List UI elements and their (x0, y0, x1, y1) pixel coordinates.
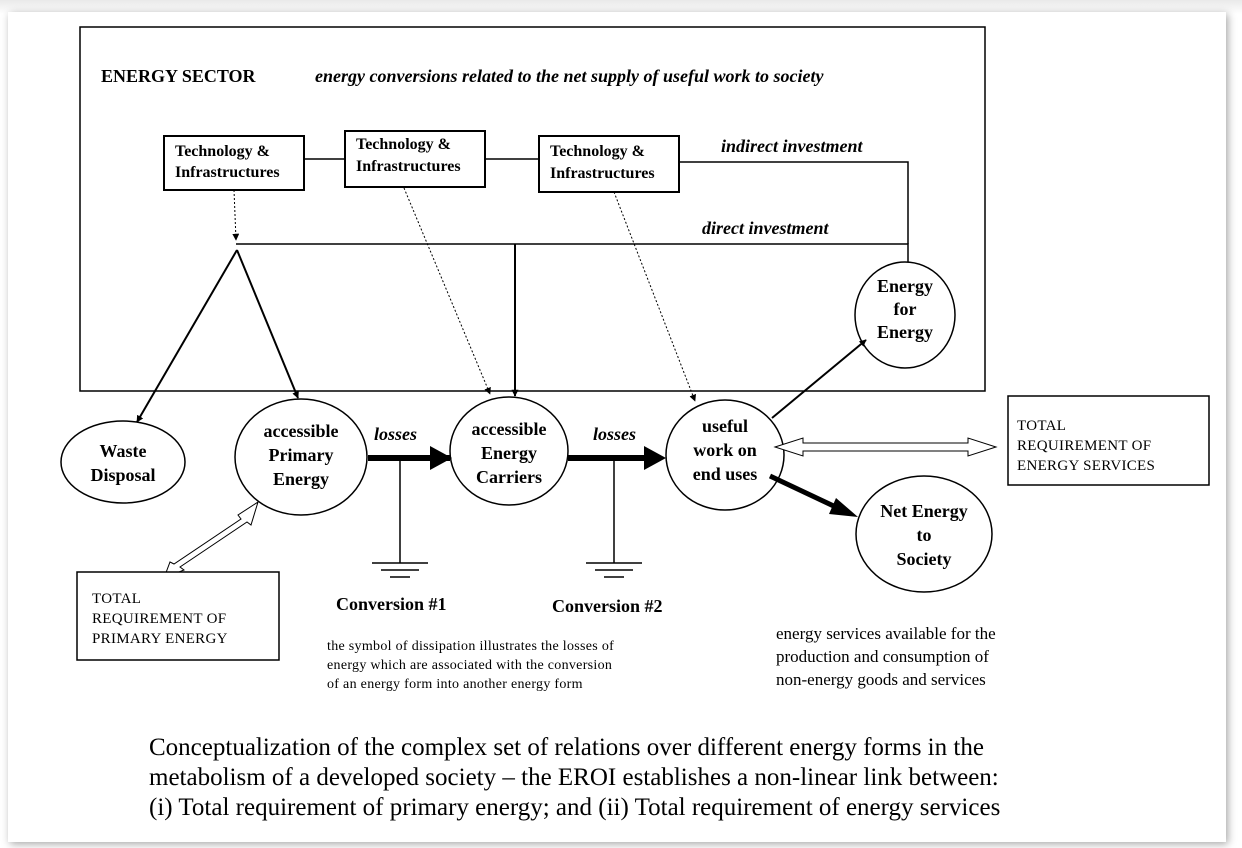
flow-arrowhead-carriers-to-work (644, 446, 666, 470)
direct-investment-line (236, 243, 909, 265)
double-arrow-primary-energy (163, 500, 259, 579)
tech-box-3-line2: Infrastructures (550, 165, 655, 182)
energy-carriers-label: accessible Energy Carriers (449, 417, 569, 489)
dissipation-note-line2: energy which are associated with the con… (327, 658, 613, 673)
energy-carriers-line2: Energy (481, 443, 537, 463)
energy-carriers-line1: accessible (471, 419, 547, 439)
primary-energy-line2: Primary (268, 445, 334, 465)
indirect-investment-line (679, 161, 909, 244)
primary-energy-req-line3: PRIMARY ENERGY (92, 631, 228, 647)
net-energy-line3: Society (896, 549, 952, 569)
conversion-2-label: Conversion #2 (552, 596, 663, 616)
net-energy-line1: Net Energy (880, 501, 968, 521)
primary-energy-node (234, 398, 368, 516)
services-note: energy services available for the produc… (776, 622, 996, 691)
dotted-link-tech1 (232, 189, 240, 241)
energy-services-line3: ENERGY SERVICES (1017, 458, 1156, 474)
tech-box-1-line1: Technology & (175, 143, 270, 160)
energy-services-line1: TOTAL (1017, 418, 1067, 434)
tech-box-3-frame (538, 135, 680, 193)
dotted-link-tech3 (613, 191, 696, 402)
caption-line-1: Conceptualization of the complex set of … (149, 734, 984, 761)
useful-work-line1: useful (701, 416, 748, 436)
energy-services-line2: REQUIREMENT OF (1017, 438, 1152, 454)
energy-sector-title: ENERGY SECTOR (101, 66, 256, 86)
useful-work-line2: work on (693, 440, 757, 460)
primary-energy-req-line2: REQUIREMENT OF (92, 611, 227, 627)
energy-for-energy-line1: Energy (877, 276, 933, 296)
conversion-1-label: Conversion #1 (336, 594, 447, 614)
net-energy-node (855, 475, 993, 593)
tech-box-2-line1: Technology & (356, 136, 451, 153)
services-note-line1: energy services available for the (776, 624, 996, 643)
flow-arrow-work-to-net-energy (768, 473, 842, 512)
tech-box-1-frame (163, 135, 305, 191)
tech-box-3-line1: Technology & (550, 143, 645, 160)
primary-energy-line1: accessible (263, 421, 339, 441)
flow-arrowhead-primary-to-carriers (430, 446, 452, 470)
dissipation-symbol-2 (586, 458, 642, 578)
energy-carriers-line3: Carriers (476, 467, 542, 487)
dissipation-note: the symbol of dissipation illustrates th… (327, 637, 614, 694)
useful-work-node (665, 399, 785, 511)
useful-work-label: useful work on end uses (667, 414, 783, 486)
tech-box-2-frame (344, 130, 486, 188)
primary-energy-line3: Energy (273, 469, 329, 489)
double-arrow-energy-services (773, 437, 998, 457)
primary-energy-req-line1: TOTAL (92, 591, 142, 607)
energy-for-energy-label: Energy for Energy (855, 275, 955, 344)
primary-energy-box-frame (76, 571, 280, 661)
tech-box-2-line2: Infrastructures (356, 158, 461, 175)
tech-box-1-line2: Infrastructures (175, 164, 280, 181)
dissipation-symbol-1 (372, 458, 428, 578)
energy-for-energy-line2: for (893, 299, 917, 319)
losses-label-1: losses (374, 424, 418, 444)
net-energy-line2: to (916, 525, 932, 545)
waste-disposal-line2: Disposal (90, 465, 156, 485)
arrow-to-energy-for-energy (771, 339, 867, 419)
caption-line-3: (i) Total requirement of primary energy;… (149, 794, 1001, 821)
primary-energy-label: accessible Primary Energy (236, 419, 366, 491)
useful-work-line3: end uses (692, 464, 758, 484)
primary-energy-requirement-text: TOTAL REQUIREMENT OF PRIMARY ENERGY (92, 589, 228, 649)
indirect-investment-label: indirect investment (721, 136, 863, 156)
waste-disposal-label: Waste Disposal (63, 439, 183, 487)
flow-arrowhead-work-to-net-energy (829, 498, 858, 517)
energy-sector-frame (79, 26, 986, 392)
energy-services-box-frame (1007, 395, 1210, 486)
dissipation-note-line3: of an energy form into another energy fo… (327, 677, 583, 692)
dotted-link-tech2 (403, 187, 491, 395)
losses-label-2: losses (593, 424, 637, 444)
dissipation-note-line1: the symbol of dissipation illustrates th… (327, 639, 615, 654)
net-energy-label: Net Energy to Society (856, 499, 992, 571)
energy-for-energy-line3: Energy (877, 322, 933, 342)
waste-disposal-line1: Waste (99, 441, 147, 461)
waste-disposal-node (60, 420, 186, 504)
direct-investment-label: direct investment (702, 218, 829, 238)
services-note-line3: non-energy goods and services (776, 670, 986, 689)
services-note-line2: production and consumption of (776, 647, 989, 666)
energy-services-requirement-text: TOTAL REQUIREMENT OF ENERGY SERVICES (1017, 416, 1155, 476)
energy-sector-subtitle: energy conversions related to the net su… (315, 66, 824, 86)
arrow-to-primary-energy (236, 249, 299, 399)
energy-for-energy-node (854, 261, 956, 369)
energy-carriers-node (449, 396, 569, 506)
caption-line-2: metabolism of a developed society – the … (149, 764, 999, 791)
arrow-to-waste-disposal (136, 249, 238, 423)
